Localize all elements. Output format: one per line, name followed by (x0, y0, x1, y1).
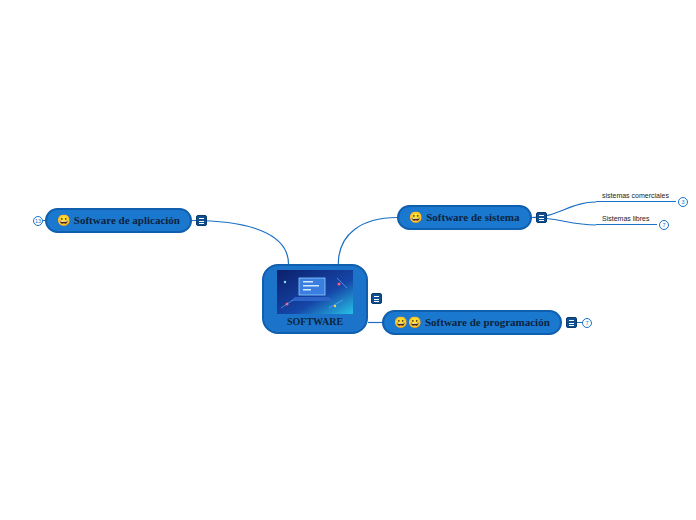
menu-bar (569, 320, 574, 321)
main-topic: 😀 Software de aplicación (45, 208, 192, 233)
count-badge: 3 (678, 197, 688, 207)
topic-text: 😀 Software de aplicación (57, 214, 180, 227)
main-topic: 😀😀 Software de programación (382, 310, 562, 335)
central-topic: SOFTWARE (262, 264, 368, 334)
callout-number: 13 (35, 218, 41, 224)
topic-text: 😀 Software de sistema (409, 211, 519, 224)
menu-icon (371, 293, 382, 304)
count-badge: 13 (33, 216, 43, 226)
software-illustration (277, 270, 353, 314)
menu-bar (569, 323, 574, 324)
topic-text: Sistemas libres (602, 215, 649, 222)
branch-line (368, 322, 382, 323)
menu-bar (374, 301, 379, 302)
branch-line (532, 202, 596, 218)
menu-icon (536, 212, 547, 223)
count-badge: 7 (582, 318, 592, 328)
menu-bar (374, 296, 379, 297)
menu-bar (539, 220, 544, 221)
sub-topic: Sistemas libres (596, 215, 657, 225)
topic-text: 😀😀 Software de programación (394, 316, 550, 329)
menu-bar (199, 221, 204, 222)
topic-text: sistemas comerciales (602, 192, 669, 199)
menu-icon (196, 215, 207, 226)
branch-line (192, 221, 289, 265)
menu-bar (199, 218, 204, 219)
menu-bar (199, 223, 204, 224)
sub-topic: sistemas comerciales (596, 192, 676, 202)
menu-bar (539, 215, 544, 216)
callout-number: 7 (662, 222, 665, 228)
main-topic: 😀 Software de sistema (397, 205, 532, 230)
menu-bar (374, 299, 379, 300)
topic-text: SOFTWARE (264, 316, 366, 327)
count-badge: 7 (659, 220, 669, 230)
callout-number: 3 (681, 199, 684, 205)
menu-icon (566, 317, 577, 328)
branch-line (338, 218, 397, 265)
menu-bar (539, 218, 544, 219)
callout-number: 7 (585, 320, 588, 326)
menu-bar (569, 325, 574, 326)
